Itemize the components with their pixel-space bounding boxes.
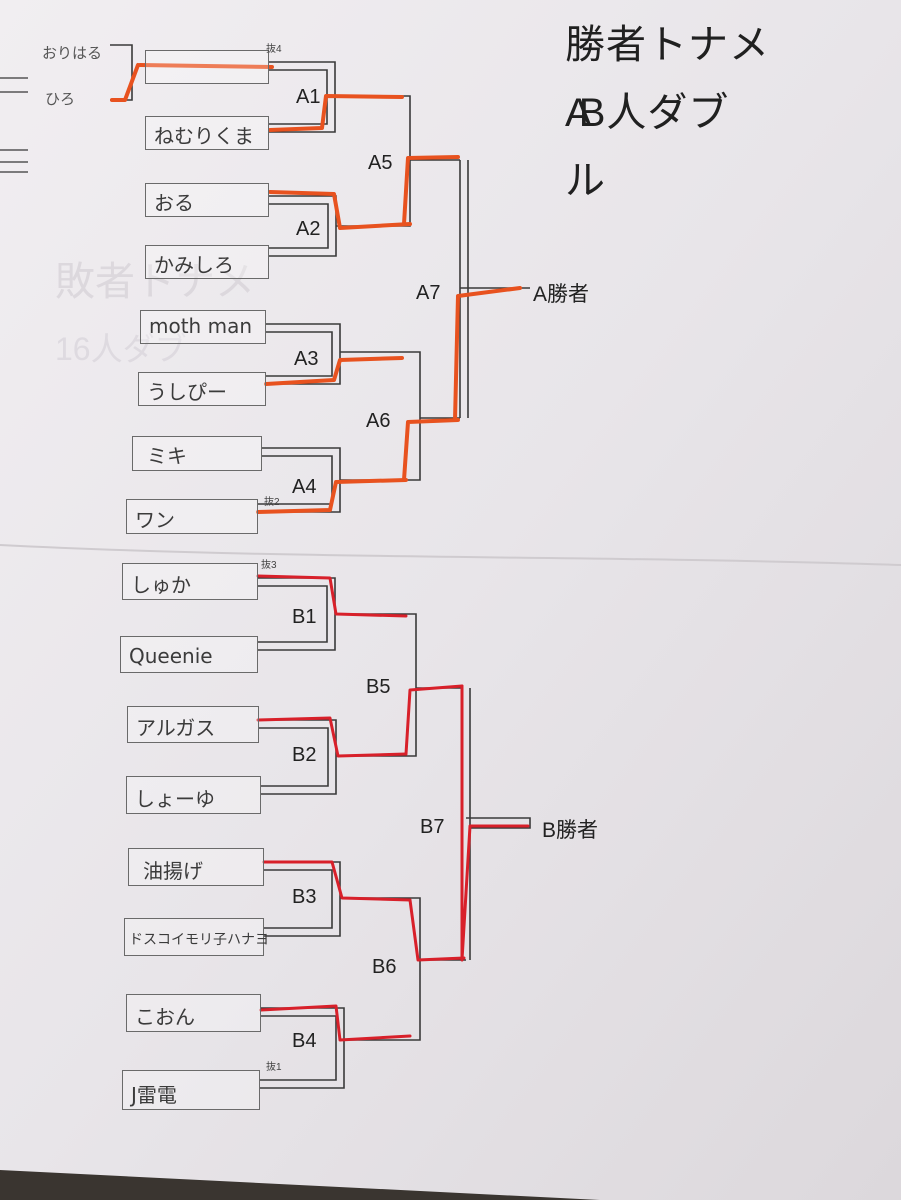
margin-name-1: おりはる <box>42 44 103 62</box>
match-label-b1: B1 <box>292 606 317 628</box>
winner-path-marker <box>453 286 522 422</box>
player-name: しゅか <box>131 573 191 597</box>
player-name: アルガス <box>136 716 216 740</box>
player-box-a8: ワン <box>126 499 258 534</box>
player-box-b6: ドスコイモリ子ハナヨ <box>124 918 269 956</box>
tournament-subtitle: AB人ダブ <box>565 80 729 138</box>
player-name: ワン <box>135 508 175 532</box>
advance-tag: 抜1 <box>266 1062 282 1073</box>
winner-path-marker <box>262 860 412 902</box>
player-name: しょーゆ <box>135 787 215 811</box>
advance-tag: 抜3 <box>261 560 277 571</box>
svg-text:敗者トナメ: 敗者トナメ <box>55 260 255 304</box>
player-name: ねむりくま <box>154 124 254 148</box>
bracket-line <box>259 727 329 787</box>
bracket-line <box>269 203 329 249</box>
match-label-a6: A6 <box>366 410 391 432</box>
match-label-a2: A2 <box>296 218 321 240</box>
winner-path-marker <box>256 716 408 758</box>
bracket-line <box>266 331 333 377</box>
winner-path-marker <box>264 356 404 386</box>
player-name: 油揚げ <box>143 859 203 883</box>
bracket-line <box>408 613 417 757</box>
player-name: Queenie <box>129 644 213 668</box>
winner-path-marker <box>256 478 408 514</box>
subtitle-letter-a: A <box>565 91 593 135</box>
player-name: moth man <box>149 314 253 338</box>
player-box-b8: J雷電 <box>122 1070 260 1110</box>
bracket-line <box>266 323 341 385</box>
player-name: J雷電 <box>131 1083 177 1107</box>
winner-path-marker <box>408 898 466 962</box>
subtitle-text: 人ダブ <box>606 91 730 135</box>
winner-path-marker <box>402 418 460 482</box>
player-box-a7: ミキ <box>132 436 262 471</box>
winner-path-marker <box>256 574 408 618</box>
player-box-a1 <box>145 50 269 84</box>
player-name: ドスコイモリ子ハナヨ <box>129 932 269 948</box>
player-box-b7: こおん <box>126 994 261 1032</box>
player-name: かみしろ <box>154 253 234 277</box>
match-label-b6: B6 <box>372 956 397 978</box>
bracket-line <box>466 817 531 829</box>
player-box-a2: ねむりくま <box>145 116 269 150</box>
subtitle-letter-b: B <box>578 91 607 135</box>
winner-path-marker <box>404 684 464 756</box>
player-name: うしぴー <box>147 380 227 404</box>
bracket-line <box>410 351 421 481</box>
player-box-b1: しゅか <box>122 563 258 600</box>
player-box-b4: しょーゆ <box>126 776 261 814</box>
player-name: ミキ <box>147 444 187 468</box>
bracket-b-winner: B勝者 <box>542 819 599 842</box>
match-label-b2: B2 <box>292 744 317 766</box>
bracket-a-winner: A勝者 <box>533 283 590 306</box>
bracket-line <box>258 455 333 505</box>
tournament-title: 勝者トナメ <box>565 23 770 67</box>
match-label-a5: A5 <box>368 152 393 174</box>
match-label-a7: A7 <box>416 282 441 304</box>
match-label-b7: B7 <box>420 816 445 838</box>
match-label-a3: A3 <box>294 348 319 370</box>
winner-path-marker <box>259 1004 412 1042</box>
player-name: こおん <box>135 1005 195 1029</box>
winner-path-marker <box>268 94 404 132</box>
bracket-line <box>264 869 333 929</box>
match-label-b5: B5 <box>366 676 391 698</box>
player-name: おる <box>154 191 194 215</box>
match-label-a4: A4 <box>292 476 317 498</box>
winner-path-marker <box>268 190 412 230</box>
match-label-b4: B4 <box>292 1030 317 1052</box>
winner-path-marker <box>110 63 140 102</box>
advance-tag: 抜2 <box>264 497 280 508</box>
bracket-line <box>412 897 421 1041</box>
player-box-a3: おる <box>145 183 269 217</box>
match-label-b3: B3 <box>292 886 317 908</box>
winner-path-marker <box>460 684 530 962</box>
player-box-a5: moth man <box>140 310 266 344</box>
margin-name-2: ひろ <box>45 90 76 108</box>
svg-text:16人ダブ: 16人ダブ <box>55 331 187 367</box>
winner-path-marker <box>402 155 460 226</box>
winner-path-marker <box>138 63 274 69</box>
player-box-a4: かみしろ <box>145 245 269 279</box>
bracket-line <box>258 585 328 643</box>
bracket-line <box>260 1015 337 1081</box>
player-box-b2: Queenie <box>120 636 258 673</box>
player-box-b3: アルガス <box>127 706 259 743</box>
tournament-subtitle-end: ル <box>565 159 606 203</box>
advance-tag: 抜4 <box>266 44 282 55</box>
player-box-a6: うしぴー <box>138 372 266 406</box>
match-label-a1: A1 <box>296 86 321 108</box>
player-box-b5: 油揚げ <box>128 848 264 886</box>
